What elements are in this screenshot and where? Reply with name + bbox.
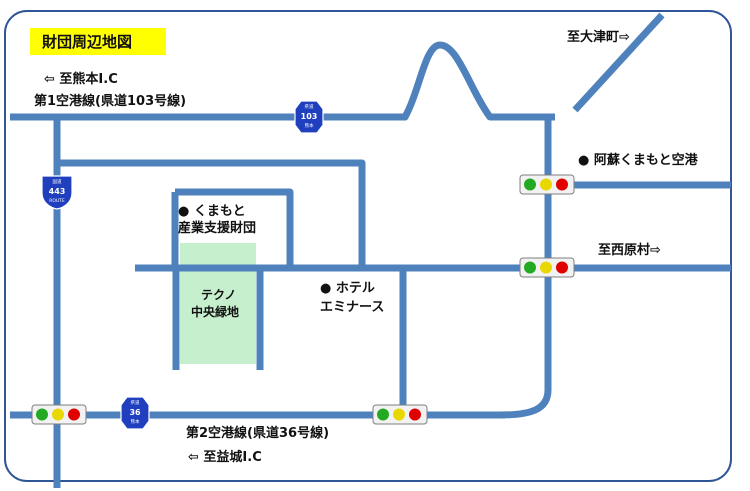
road-foundation-lot (171, 188, 294, 268)
road-to-otsu (572, 12, 665, 113)
label-hotel-1: ● ホテル (320, 281, 375, 296)
svg-text:36: 36 (129, 408, 141, 417)
svg-text:103: 103 (301, 112, 318, 121)
route-shield-icon: 県道 36 熊本 (120, 396, 150, 430)
road-inner-upper (57, 159, 366, 268)
label-to-nishihara: 至西原村⇨ (598, 242, 661, 258)
svg-text:ROUTE: ROUTE (49, 198, 65, 204)
label-to-mashiki-ic: ⇦ 至益城I.C (188, 449, 262, 465)
route-shield-icon: 県道 103 熊本 (294, 100, 324, 134)
road-airport-vertical (499, 117, 552, 419)
route-shield-icon: 国道 443 ROUTE (41, 175, 73, 210)
road-airport-line-1 (10, 41, 555, 121)
label-foundation-2: 産業支援財団 (178, 220, 256, 236)
label-aso-airport: ● 阿蘇くまもと空港 (578, 152, 699, 168)
traffic-light-icon (519, 174, 575, 195)
road-green-area (172, 268, 264, 370)
label-airport-line-1: 第1空港線(県道103号線) (34, 93, 186, 109)
label-to-kumamoto-ic: ⇦ 至熊本I.C (44, 71, 118, 87)
traffic-light-icon (519, 257, 575, 278)
techno-green-area (180, 243, 256, 364)
label-hotel-2: エミナース (320, 300, 384, 315)
label-to-otsu: 至大津町⇨ (567, 29, 630, 45)
svg-text:県道: 県道 (305, 103, 314, 110)
traffic-light-icon (372, 404, 428, 425)
svg-text:熊本: 熊本 (131, 418, 140, 425)
traffic-light-icon (31, 404, 87, 425)
map-title: 財団周辺地図 (41, 33, 132, 51)
label-techno-2: 中央緑地 (191, 304, 239, 319)
svg-text:443: 443 (49, 187, 66, 196)
title-box (30, 28, 166, 55)
svg-text:国道: 国道 (53, 178, 62, 185)
label-techno-1: テクノ (201, 288, 236, 302)
svg-text:県道: 県道 (131, 399, 140, 406)
label-foundation-1: ● くまもと (178, 204, 246, 219)
svg-text:熊本: 熊本 (305, 122, 314, 129)
label-airport-line-2: 第2空港線(県道36号線) (186, 425, 329, 441)
